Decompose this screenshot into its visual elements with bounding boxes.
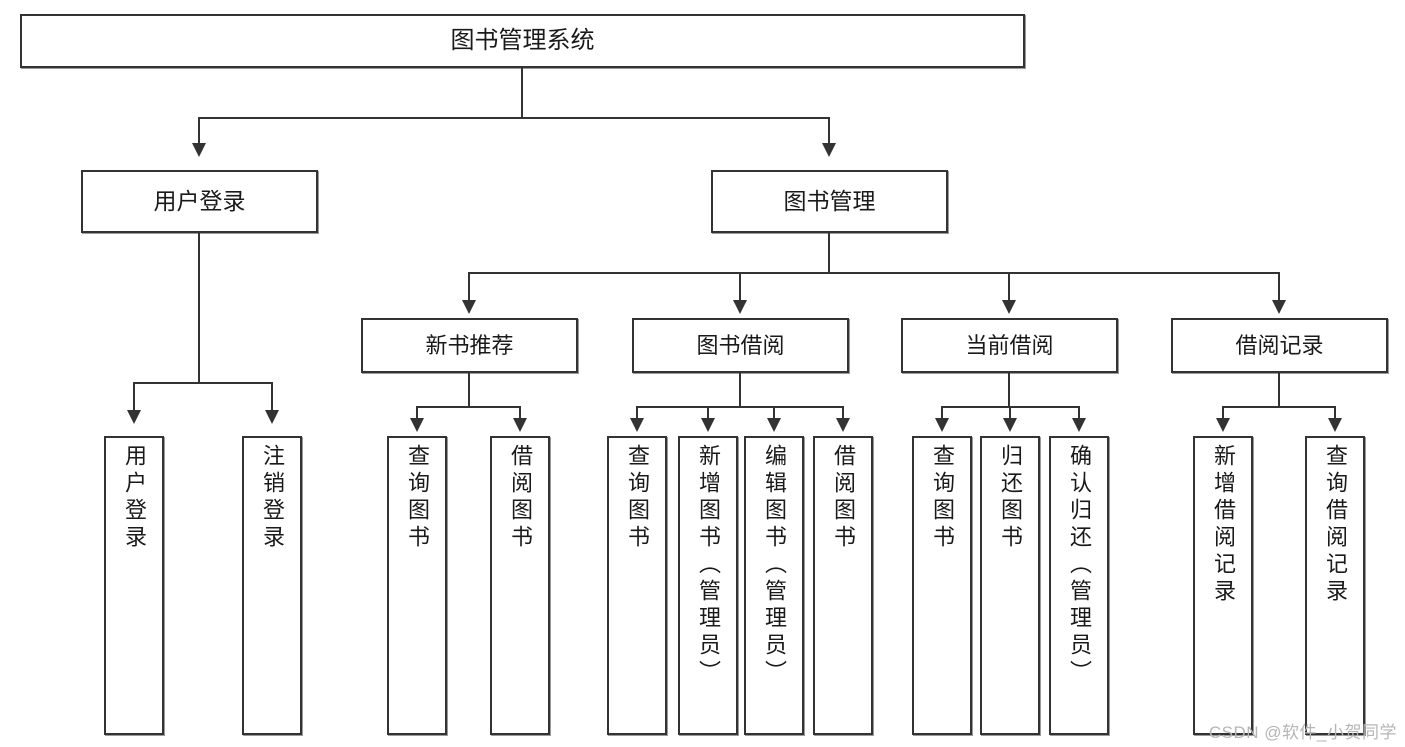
- node-label: 编辑图书（管理员）: [762, 444, 787, 687]
- arrow-new-book-to-leaf-2: [513, 418, 527, 432]
- node-label: 图书管理: [783, 188, 876, 215]
- connector-borrow-record-to-leaf-2: [1334, 406, 1336, 420]
- node-label: 查询图书: [625, 444, 650, 552]
- arrow-to-borrow-record: [1272, 300, 1286, 314]
- node-label: 借阅图书: [831, 444, 856, 552]
- connector-book-borrow-stem: [739, 373, 741, 407]
- connector-new-book-to-leaf-1: [416, 406, 418, 420]
- connector-root-stem: [521, 68, 523, 118]
- node-label: 查询借阅记录: [1323, 444, 1348, 606]
- connector-root-bus: [198, 117, 829, 119]
- leaf-new-book-borrow[interactable]: 借阅图书: [490, 436, 550, 735]
- node-label: 图书管理系统: [450, 27, 595, 55]
- node-label: 查询图书: [405, 444, 430, 552]
- leaf-current-borrow-query[interactable]: 查询图书: [912, 436, 972, 735]
- leaf-book-borrow-borrow[interactable]: 借阅图书: [813, 436, 873, 735]
- node-label: 图书借阅: [696, 332, 785, 358]
- connector-user-login-bus: [133, 382, 271, 384]
- connector-book-borrow-to-leaf-4: [842, 406, 844, 420]
- connector-new-book-stem: [468, 373, 470, 407]
- arrow-user-login-to-leaf-2: [265, 410, 279, 424]
- connector-book-manage-stem: [828, 233, 830, 273]
- connector-borrow-record-stem: [1278, 373, 1280, 407]
- leaf-borrow-record-add[interactable]: 新增借阅记录: [1193, 436, 1253, 735]
- connector-root-to-user-login: [198, 117, 200, 145]
- arrow-to-new-book: [462, 300, 476, 314]
- connector-book-manage-to-book-borrow: [739, 272, 741, 302]
- connector-book-borrow-bus: [636, 406, 843, 408]
- connector-book-borrow-to-leaf-3: [773, 406, 775, 420]
- connector-current-borrow-stem: [1008, 373, 1010, 407]
- node-borrow-record[interactable]: 借阅记录: [1171, 318, 1388, 373]
- node-label: 当前借阅: [965, 332, 1054, 358]
- arrow-book-borrow-to-leaf-1: [630, 418, 644, 432]
- node-label: 归还图书: [998, 444, 1023, 552]
- arrow-current-borrow-to-leaf-2: [1003, 418, 1017, 432]
- connector-new-book-to-leaf-2: [519, 406, 521, 420]
- arrow-book-borrow-to-leaf-4: [836, 418, 850, 432]
- connector-user-login-to-leaf-2: [271, 382, 273, 412]
- arrow-root-to-user-login: [192, 143, 206, 157]
- arrow-borrow-record-to-leaf-2: [1328, 418, 1342, 432]
- node-label: 新增图书（管理员）: [696, 444, 721, 687]
- connector-current-borrow-to-leaf-2: [1009, 406, 1011, 420]
- node-book-manage[interactable]: 图书管理: [711, 170, 948, 233]
- node-label: 用户登录: [122, 444, 147, 552]
- node-label: 注销登录: [260, 444, 285, 552]
- leaf-current-borrow-confirm-return[interactable]: 确认归还（管理员）: [1049, 436, 1109, 735]
- arrow-user-login-to-leaf-1: [127, 410, 141, 424]
- node-label: 新增借阅记录: [1211, 444, 1236, 606]
- node-label: 借阅图书: [508, 444, 533, 552]
- leaf-book-borrow-add[interactable]: 新增图书（管理员）: [678, 436, 738, 735]
- connector-root-to-book-manage: [828, 117, 830, 145]
- arrow-new-book-to-leaf-1: [410, 418, 424, 432]
- connector-book-borrow-to-leaf-2: [707, 406, 709, 420]
- arrow-root-to-book-manage: [822, 143, 836, 157]
- leaf-borrow-record-query[interactable]: 查询借阅记录: [1305, 436, 1365, 735]
- connector-book-manage-bus: [468, 272, 1280, 274]
- connector-book-manage-to-current-borrow: [1008, 272, 1010, 302]
- leaf-book-borrow-query[interactable]: 查询图书: [607, 436, 667, 735]
- connector-current-borrow-to-leaf-3: [1078, 406, 1080, 420]
- connector-borrow-record-to-leaf-1: [1222, 406, 1224, 420]
- node-current-borrow[interactable]: 当前借阅: [901, 318, 1118, 373]
- connector-book-manage-to-borrow-record: [1278, 272, 1280, 302]
- leaf-book-borrow-edit[interactable]: 编辑图书（管理员）: [744, 436, 804, 735]
- connector-new-book-bus: [416, 406, 521, 408]
- leaf-current-borrow-return[interactable]: 归还图书: [980, 436, 1040, 735]
- arrow-current-borrow-to-leaf-3: [1072, 418, 1086, 432]
- connector-user-login-to-leaf-1: [133, 382, 135, 412]
- node-new-book-recommend[interactable]: 新书推荐: [361, 318, 578, 373]
- watermark-text: CSDN @软件_小贺同学: [1208, 723, 1397, 742]
- leaf-user-login-login[interactable]: 用户登录: [104, 436, 164, 735]
- arrow-to-book-borrow: [733, 300, 747, 314]
- leaf-new-book-query[interactable]: 查询图书: [387, 436, 447, 735]
- node-label: 用户登录: [153, 188, 246, 215]
- node-user-login[interactable]: 用户登录: [81, 170, 318, 233]
- leaf-user-login-logout[interactable]: 注销登录: [242, 436, 302, 735]
- arrow-current-borrow-to-leaf-1: [935, 418, 949, 432]
- connector-borrow-record-bus: [1222, 406, 1336, 408]
- arrow-borrow-record-to-leaf-1: [1216, 418, 1230, 432]
- node-label: 查询图书: [930, 444, 955, 552]
- arrow-book-borrow-to-leaf-2: [701, 418, 715, 432]
- connector-current-borrow-to-leaf-1: [941, 406, 943, 420]
- node-label: 借阅记录: [1235, 332, 1324, 358]
- node-root-system[interactable]: 图书管理系统: [20, 14, 1025, 68]
- node-label: 新书推荐: [425, 332, 514, 358]
- connector-book-manage-to-new-book: [468, 272, 470, 302]
- node-book-borrow[interactable]: 图书借阅: [632, 318, 849, 373]
- connector-book-borrow-to-leaf-1: [636, 406, 638, 420]
- connector-user-login-stem: [198, 233, 200, 383]
- arrow-to-current-borrow: [1002, 300, 1016, 314]
- arrow-book-borrow-to-leaf-3: [767, 418, 781, 432]
- node-label: 确认归还（管理员）: [1067, 444, 1092, 687]
